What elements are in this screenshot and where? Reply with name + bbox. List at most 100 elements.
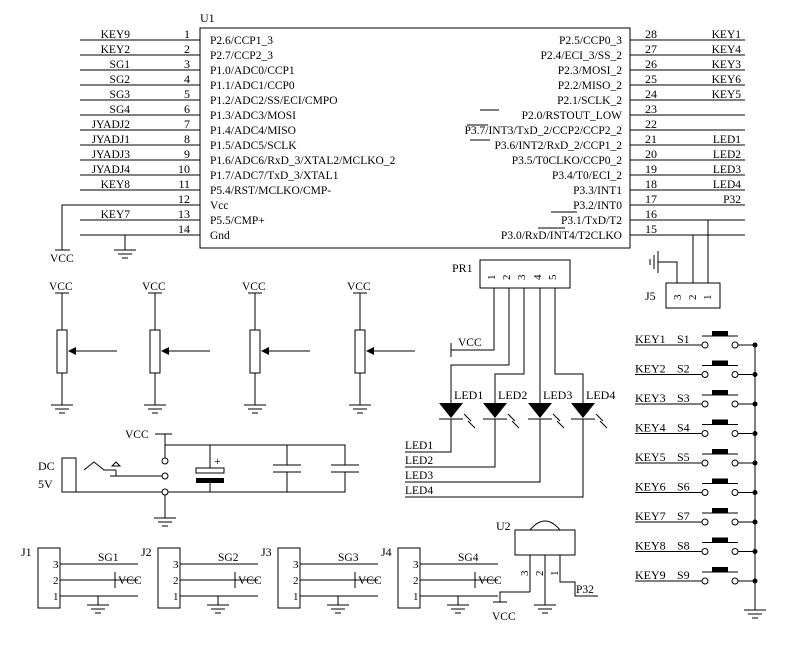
switch-button-icon [712, 449, 728, 454]
led-emission-arrow [507, 413, 516, 422]
j5-wire-p16 [630, 219, 709, 283]
key-net-label: KEY1 [635, 332, 666, 346]
led-icon [483, 403, 507, 418]
led-net-label: LED2 [405, 455, 433, 467]
u2-pin1 [559, 555, 598, 597]
mcu-pin-function: P2.7/CCP2_3 [210, 50, 273, 62]
pot-wiper-arrow [261, 347, 269, 355]
led-emission-arrow [595, 413, 604, 422]
servo-pin-number: 1 [293, 591, 299, 603]
led-icon [571, 403, 595, 418]
mcu-pin-number: 16 [645, 207, 657, 221]
led-net-label: LED4 [405, 485, 433, 497]
key-net-label: KEY3 [635, 391, 666, 405]
pot-vcc-label: VCC [347, 281, 371, 293]
terminal-icon [161, 472, 169, 480]
j5-body [665, 282, 721, 309]
mcu-pin-function: P1.0/ADC0/CCP1 [210, 65, 295, 77]
mcu-pin-number: 25 [645, 72, 657, 86]
pr1-wire-led2 [494, 288, 525, 403]
mcu-vcc-net: VCC [50, 204, 200, 265]
switch-contact-icon [731, 371, 739, 378]
potentiometer-icon [249, 329, 261, 374]
pr1-wire-led1 [450, 288, 510, 403]
u2-vcc-wire [499, 591, 530, 602]
pr1-pin: 3 [516, 274, 528, 280]
u2-pin-num: 3 [519, 570, 531, 576]
pr1-vcc-wire [451, 288, 495, 351]
uart-header-j5: 3 2 1 J5 [630, 219, 721, 309]
led-ref: LED2 [498, 388, 527, 402]
switch-contact-icon [701, 577, 709, 585]
power-vcc-rail [164, 434, 346, 465]
servo-ref: J3 [261, 545, 272, 559]
servo-pin-number: 2 [413, 575, 419, 587]
pot-vcc-label: VCC [49, 281, 73, 293]
mcu-pin-function: P3.5/T0CLKO/CCP0_2 [512, 155, 622, 167]
switch-contact-icon [731, 577, 739, 585]
dc-jack-body [61, 457, 77, 493]
led-net-wire [405, 419, 496, 468]
mcu-pin-function: P3.2/INT0 [573, 200, 622, 212]
servo-pin-number: 1 [413, 591, 419, 603]
mcu-pin-function: P1.4/ADC4/MISO [210, 125, 296, 137]
led-icon [528, 403, 552, 418]
mcu-pin-function: P2.2/MISO_2 [558, 80, 622, 92]
key-ref: S7 [677, 509, 690, 523]
pr1-wire-led4 [554, 288, 584, 403]
servo-vcc-label: VCC [478, 575, 502, 587]
mcu-pin-number: 9 [184, 147, 190, 161]
key-ref: S3 [677, 391, 690, 405]
gnd-wire [124, 234, 200, 250]
switch-button-icon [712, 537, 728, 543]
pr1-pin: 1 [486, 275, 498, 281]
switch-contact-icon [701, 371, 709, 378]
mcu-pin-number: 18 [645, 177, 657, 191]
key-ref: S6 [677, 480, 690, 494]
servo-header-body [37, 547, 61, 609]
mcu-pin-number: 8 [184, 132, 190, 146]
switch-button-icon [712, 390, 728, 395]
mcu-pin-net: LED4 [713, 179, 741, 191]
j5-wire-gnd [658, 261, 678, 283]
servo-pin-number: 3 [293, 559, 299, 571]
mcu-pin-function: P1.3/ADC3/MOSI [210, 110, 296, 122]
ground-icon [534, 604, 556, 614]
switch-button-icon [712, 478, 728, 484]
terminal-icon [161, 457, 169, 465]
key-ref: S4 [677, 421, 690, 435]
mcu-pin-net: SG3 [110, 89, 131, 101]
pot-wiper-arrow [161, 347, 169, 355]
mcu-pin-number: 6 [184, 102, 190, 116]
switch-contact-icon [701, 400, 709, 408]
switch-button-icon [712, 331, 728, 336]
led-net-wire [405, 419, 452, 453]
ground-icon [144, 404, 166, 414]
mcu-pin-net: KEY3 [712, 59, 742, 71]
servo-vcc-label: VCC [238, 575, 262, 587]
mcu-pin-number: 14 [178, 222, 190, 236]
mcu-pin-number: 24 [645, 87, 657, 101]
mcu-pin-net: SG4 [110, 104, 131, 116]
key-ref: S8 [677, 539, 690, 553]
switch-contact-icon [701, 518, 709, 526]
mcu-pin-number: 15 [645, 222, 657, 236]
dc-jack-arrow [110, 461, 122, 467]
servo-pin-number: 3 [413, 559, 419, 571]
switch-contact-icon [731, 459, 739, 467]
pot-wiper-arrow [68, 347, 76, 355]
mcu-pin-net: LED3 [713, 164, 741, 176]
ecap-plus: + [214, 454, 221, 468]
pot-wiper-arrow [366, 347, 374, 355]
mcu-pin-net: JYADJ1 [92, 134, 131, 146]
mcu-body [199, 27, 631, 249]
ground-icon [154, 517, 176, 527]
servo-pin-number: 3 [173, 559, 179, 571]
mcu-pin-function: P2.5/CCP0_3 [559, 35, 622, 47]
led-emission-arrow [467, 420, 476, 429]
j5-pin: 1 [702, 295, 714, 301]
led-net-wire [405, 419, 541, 483]
servo-pin-number: 1 [53, 591, 59, 603]
